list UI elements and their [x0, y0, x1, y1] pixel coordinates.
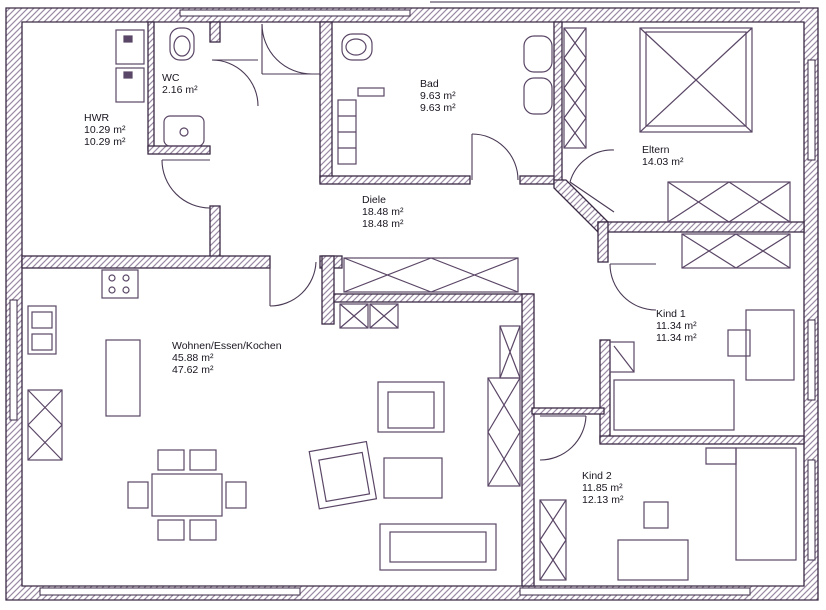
double-bed — [639, 27, 753, 133]
shelf — [487, 377, 521, 487]
wall — [333, 293, 533, 303]
window — [179, 9, 411, 17]
window — [9, 299, 18, 421]
chair — [189, 519, 217, 541]
chair — [127, 481, 149, 509]
room-area: 11.85 m² — [582, 482, 623, 494]
room-name: Diele — [362, 194, 386, 206]
shelf — [499, 325, 521, 379]
wardrobe — [539, 499, 567, 581]
window — [807, 319, 816, 401]
desk — [617, 539, 689, 581]
wall — [147, 145, 211, 155]
wardrobe — [667, 181, 791, 223]
chair — [189, 449, 217, 471]
wall — [597, 221, 609, 263]
window — [519, 587, 751, 596]
room-name: Eltern — [642, 144, 670, 156]
wall — [319, 175, 471, 185]
room-name: Wohnen/Essen/Kochen — [172, 340, 282, 352]
room-area: 9.63 m² — [420, 102, 456, 114]
room-label-hwr: HWR 10.29 m² 10.29 m² — [84, 112, 125, 148]
room-label-wohnen: Wohnen/Essen/Kochen 45.88 m² 47.62 m² — [172, 340, 282, 376]
wall — [521, 293, 535, 587]
chair — [157, 519, 185, 541]
wall — [209, 21, 221, 43]
room-label-diele: Diele 18.48 m² 18.48 m² — [362, 194, 403, 230]
dining-table — [151, 473, 223, 517]
wall — [599, 435, 805, 445]
stove-icon — [101, 269, 139, 299]
room-label-kind1: Kind 1 11.34 m² 11.34 m² — [656, 308, 697, 344]
room-name: HWR — [84, 112, 110, 124]
dryer — [115, 67, 145, 103]
kitchen-sink-icon — [27, 305, 57, 355]
wall — [21, 255, 271, 269]
room-area: 18.48 m² — [362, 206, 404, 218]
armchair — [377, 381, 445, 433]
room-name: Kind 2 — [582, 470, 612, 482]
cabinet — [369, 303, 399, 329]
furniture — [27, 27, 797, 581]
washbasin-icon — [523, 35, 553, 73]
front-door — [261, 23, 313, 75]
room-area: 18.48 m² — [362, 218, 404, 230]
walls — [5, 7, 819, 601]
window — [39, 587, 301, 596]
room-label-eltern: Eltern 14.03 m² — [642, 144, 683, 168]
room-area: 12.13 m² — [582, 494, 624, 506]
hall-wardrobe — [343, 257, 519, 293]
room-name: WC — [162, 72, 180, 84]
wall — [553, 21, 563, 185]
room-area: 11.34 m² — [656, 332, 697, 344]
wall — [319, 21, 333, 183]
room-area: 2.16 m² — [162, 84, 198, 96]
chair — [157, 449, 185, 471]
washing-machine — [115, 29, 145, 65]
doors — [161, 23, 657, 461]
room-area: 11.34 m² — [656, 320, 697, 332]
armchair — [308, 440, 378, 510]
bed — [735, 447, 797, 561]
wardrobe — [681, 233, 791, 269]
room-area: 14.03 m² — [642, 156, 684, 168]
chair — [643, 501, 669, 529]
wall — [531, 407, 605, 415]
windows — [9, 9, 816, 596]
room-label-wc: WC 2.16 m² — [162, 72, 198, 96]
room-area: 10.29 m² — [84, 124, 126, 136]
sofa — [379, 523, 497, 571]
room-label-kind2: Kind 2 11.85 m² 12.13 m² — [582, 470, 623, 506]
washbasin-icon — [523, 77, 553, 115]
chair — [727, 329, 751, 357]
window — [807, 59, 816, 161]
window — [807, 459, 816, 561]
kitchen-island — [105, 339, 141, 417]
toilet-icon — [341, 33, 373, 61]
wall — [597, 221, 805, 233]
room-name: Kind 1 — [656, 308, 686, 320]
toilet-icon — [169, 27, 195, 61]
wall — [599, 339, 611, 443]
room-label-bad: Bad 9.63 m² 9.63 m² — [420, 78, 456, 114]
bed — [613, 379, 735, 431]
wall — [321, 255, 335, 325]
room-area: 10.29 m² — [84, 136, 126, 148]
desk — [745, 309, 795, 381]
room-name: Bad — [420, 78, 439, 90]
exterior-wall — [5, 7, 819, 601]
wall — [147, 21, 155, 151]
room-area: 9.63 m² — [420, 90, 456, 102]
room-area: 47.62 m² — [172, 364, 214, 376]
coffee-table — [383, 457, 443, 499]
cabinet — [339, 303, 369, 329]
wardrobe — [563, 27, 587, 149]
sink-icon — [163, 115, 205, 147]
chair — [225, 481, 247, 509]
kitchen-cabinet — [27, 389, 63, 461]
room-area: 45.88 m² — [172, 352, 214, 364]
